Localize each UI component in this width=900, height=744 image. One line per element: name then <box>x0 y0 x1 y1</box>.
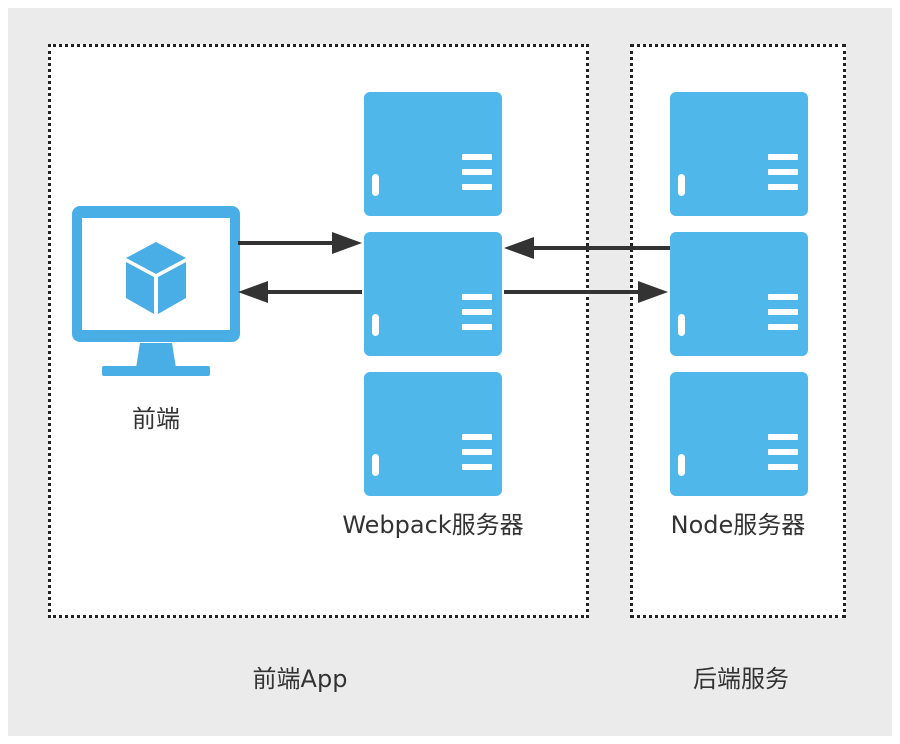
node-server-icon <box>670 372 808 496</box>
webpack-server-icon <box>364 92 502 216</box>
node-server-label: Node服务器 <box>670 511 806 539</box>
webpack-server-icon <box>364 372 502 496</box>
webpack-server-label: Webpack服务器 <box>342 511 524 539</box>
webpack-server-icon <box>364 232 502 356</box>
backend-service-label: 后端服务 <box>693 665 789 693</box>
node-server-icon <box>670 232 808 356</box>
node-server-icon <box>670 92 808 216</box>
monitor-cube-icon <box>72 206 240 378</box>
frontend-app-label: 前端App <box>252 665 348 693</box>
frontend-label: 前端 <box>132 405 180 433</box>
